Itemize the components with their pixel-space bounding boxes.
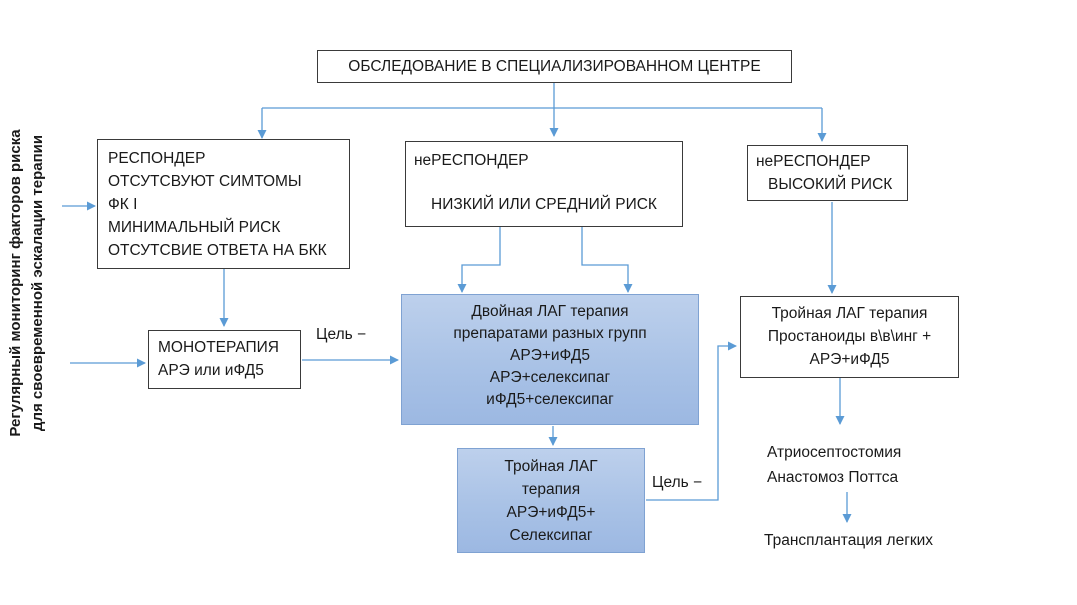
- double-therapy-box: Двойная ЛАГ терапия препаратами разных г…: [401, 294, 699, 425]
- goal-label-mono: Цель −: [316, 326, 367, 343]
- triple-selexipag-line: терапия: [521, 481, 581, 498]
- arrow-low-risk-left: [457, 226, 501, 293]
- responder-line: ФК I: [108, 196, 138, 213]
- monotherapy-box: МОНОТЕРАПИЯ АРЭ или иФД5: [148, 330, 301, 389]
- vertical-monitoring-caption: Регулярный мониторинг факторов риска для…: [5, 108, 51, 458]
- atrioseptostomy-label: Атриосептостомия: [767, 444, 902, 461]
- responder-line: РЕСПОНДЕР: [108, 150, 206, 167]
- goal-label-triple: Цель −: [652, 474, 703, 491]
- triple-prostanoid-box: Тройная ЛАГ терапия Простаноиды в\в\инг …: [740, 296, 959, 378]
- double-therapy-line: Двойная ЛАГ терапия: [471, 303, 629, 320]
- vertical-caption-line: для своевременной эскалации терапии: [29, 134, 46, 432]
- nonresponder-high-risk-box: неРЕСПОНДЕР ВЫСОКИЙ РИСК: [747, 145, 908, 201]
- responder-box: РЕСПОНДЕР ОТСУТСВУЮТ СИМТОМЫ ФК I МИНИМА…: [97, 139, 350, 269]
- monotherapy-line: МОНОТЕРАПИЯ: [158, 339, 279, 356]
- lung-transplant-label: Трансплантация легких: [764, 532, 934, 549]
- triple-prostanoid-line: Простаноиды в\в\инг +: [767, 328, 932, 345]
- triple-selexipag-line: Селексипаг: [509, 527, 593, 544]
- monotherapy-line: АРЭ или иФД5: [158, 362, 264, 379]
- responder-line: МИНИМАЛЬНЫЙ РИСК: [108, 219, 281, 236]
- double-therapy-line: АРЭ+иФД5: [510, 347, 590, 364]
- top-box-specialized-center: ОБСЛЕДОВАНИЕ В СПЕЦИАЛИЗИРОВАННОМ ЦЕНТРЕ: [317, 50, 792, 83]
- top-box-label: ОБСЛЕДОВАНИЕ В СПЕЦИАЛИЗИРОВАННОМ ЦЕНТРЕ: [348, 58, 761, 75]
- double-therapy-line: препаратами разных групп: [453, 325, 647, 342]
- arrow-triple-to-prostanoid: [646, 341, 737, 501]
- nonresponder-high-line: ВЫСОКИЙ РИСК: [768, 176, 893, 193]
- arrow-low-risk-right: [581, 226, 633, 293]
- responder-line: ОТСУТСВУЮТ СИМТОМЫ: [108, 173, 302, 190]
- triple-prostanoid-line: Тройная ЛАГ терапия: [771, 305, 928, 322]
- nonresponder-low-title: неРЕСПОНДЕР: [414, 152, 529, 169]
- double-therapy-line: АРЭ+селексипаг: [489, 369, 611, 386]
- vertical-caption-line: Регулярный мониторинг факторов риска: [7, 129, 24, 437]
- triple-selexipag-line: АРЭ+иФД5+: [506, 504, 596, 521]
- nonresponder-low-risk: НИЗКИЙ ИЛИ СРЕДНИЙ РИСК: [431, 196, 657, 213]
- triple-selexipag-box: Тройная ЛАГ терапия АРЭ+иФД5+ Селексипаг: [457, 448, 645, 553]
- nonresponder-low-risk-box: неРЕСПОНДЕР НИЗКИЙ ИЛИ СРЕДНИЙ РИСК: [405, 141, 683, 227]
- responder-line: ОТСУТСВИЕ ОТВЕТА НА БКК: [108, 242, 327, 259]
- triple-selexipag-line: Тройная ЛАГ: [504, 458, 598, 475]
- triple-prostanoid-line: АРЭ+иФД5: [809, 351, 890, 368]
- double-therapy-line: иФД5+селексипаг: [486, 391, 614, 408]
- nonresponder-high-line: неРЕСПОНДЕР: [756, 153, 871, 170]
- potts-anastomosis-label: Анастомоз Поттса: [767, 469, 899, 486]
